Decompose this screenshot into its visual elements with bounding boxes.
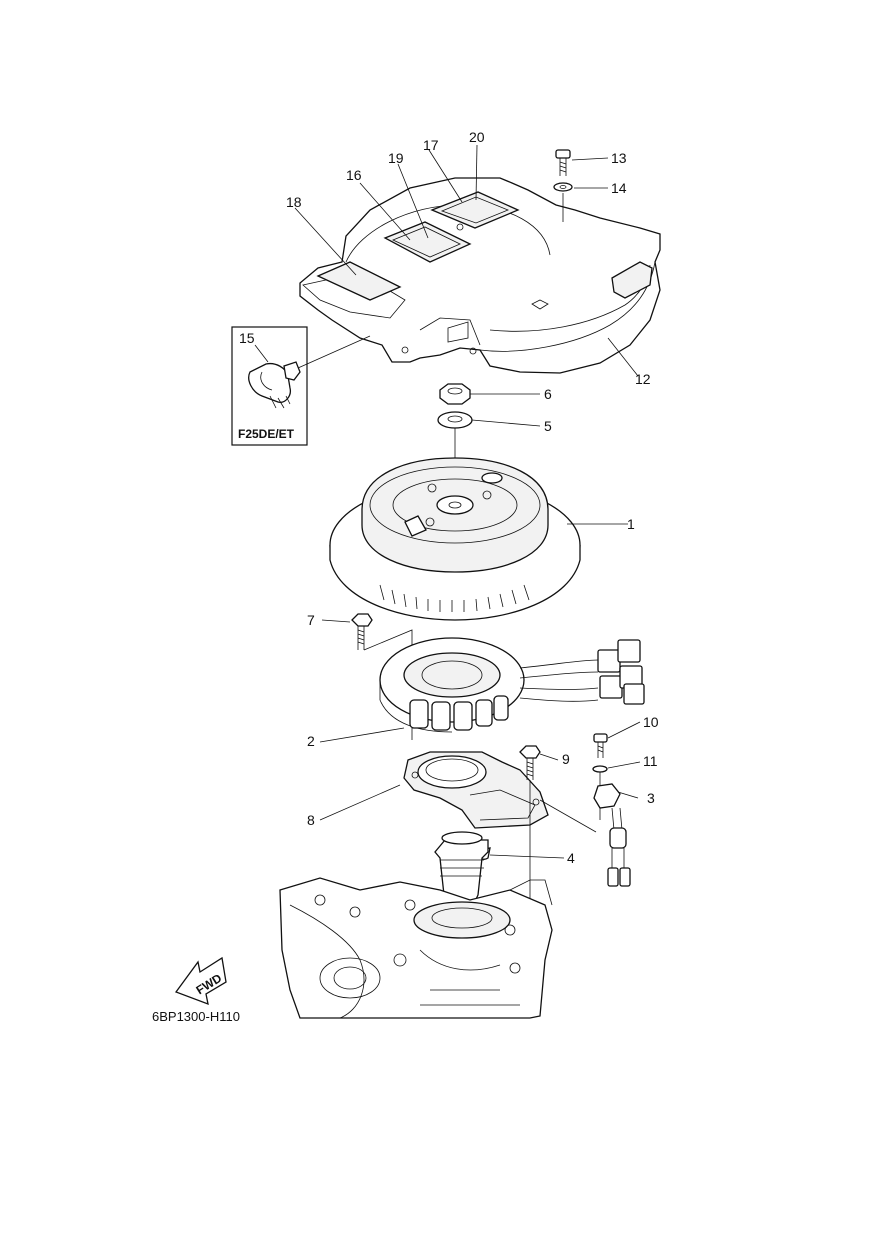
callout-9: 9 xyxy=(562,751,570,767)
callout-6: 6 xyxy=(544,386,552,402)
fwd-arrow-icon xyxy=(174,956,227,1006)
pulser-coil-3 xyxy=(593,783,631,887)
callout-10: 10 xyxy=(643,714,659,730)
washer-5 xyxy=(437,411,473,429)
callout-1: 1 xyxy=(627,516,635,532)
crankcase-block xyxy=(279,877,553,1019)
base-bolt-9 xyxy=(519,745,541,780)
flywheel-bolt-7 xyxy=(351,613,373,650)
cover-washer-14 xyxy=(553,182,573,192)
callout-5: 5 xyxy=(544,418,552,434)
sensor-washer-11 xyxy=(592,765,608,773)
stator-2 xyxy=(379,637,645,733)
callout-15: 15 xyxy=(239,330,255,346)
sensor-bolt-10 xyxy=(593,733,608,758)
callout-19: 19 xyxy=(388,150,404,166)
cover-bolt-13 xyxy=(555,149,571,176)
flywheel-1 xyxy=(329,457,581,621)
diagram-code: 6BP1300-H110 xyxy=(152,1009,240,1024)
callout-16: 16 xyxy=(346,167,362,183)
inset-box-15 xyxy=(231,326,371,446)
callout-14: 14 xyxy=(611,180,627,196)
callout-18: 18 xyxy=(286,194,302,210)
callout-17: 17 xyxy=(423,137,439,153)
callout-20: 20 xyxy=(469,129,485,145)
callout-3: 3 xyxy=(647,790,655,806)
nut-6 xyxy=(439,383,471,405)
callout-11: 11 xyxy=(643,753,658,769)
inset-model-label: F25DE/ET xyxy=(238,427,295,441)
callout-2: 2 xyxy=(307,733,315,749)
callout-8: 8 xyxy=(307,812,315,828)
leader-lines xyxy=(254,144,641,859)
callout-7: 7 xyxy=(307,612,315,628)
callout-12: 12 xyxy=(635,371,651,387)
callout-4: 4 xyxy=(567,850,575,866)
callout-13: 13 xyxy=(611,150,627,166)
stator-base-8 xyxy=(403,751,549,829)
flywheel-cover xyxy=(299,177,661,374)
callout-labels: 1 2 3 4 5 6 7 8 9 10 11 12 13 14 15 16 1… xyxy=(239,129,659,866)
